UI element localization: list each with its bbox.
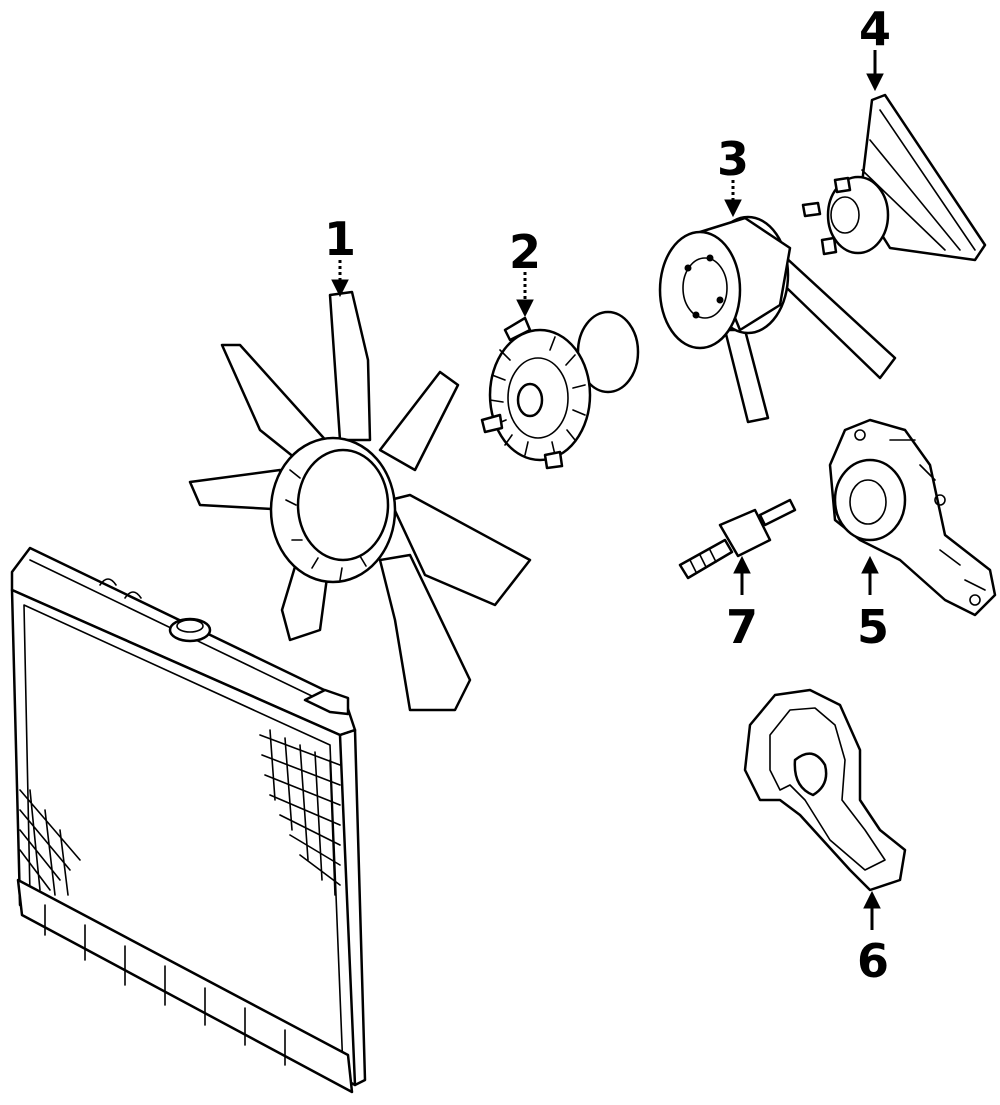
water-pump-gasket	[743, 688, 907, 892]
callout-1: 1	[324, 212, 356, 266]
callout-6: 6	[857, 934, 889, 988]
fan-clutch	[480, 310, 640, 470]
callout-2: 2	[509, 225, 541, 279]
stud-bolt	[678, 498, 797, 580]
callout-leaders	[331, 50, 884, 930]
callout-7: 7	[726, 600, 758, 654]
radiator	[10, 546, 367, 1094]
callout-5: 5	[857, 600, 889, 654]
water-pump	[828, 418, 997, 617]
drive-belt-assembly	[801, 93, 987, 262]
radiator-core-mesh	[19, 729, 341, 896]
callout-4: 4	[859, 2, 891, 56]
cooling-fan	[188, 290, 532, 712]
callout-3: 3	[717, 132, 749, 186]
pulley-and-belt	[658, 215, 897, 424]
